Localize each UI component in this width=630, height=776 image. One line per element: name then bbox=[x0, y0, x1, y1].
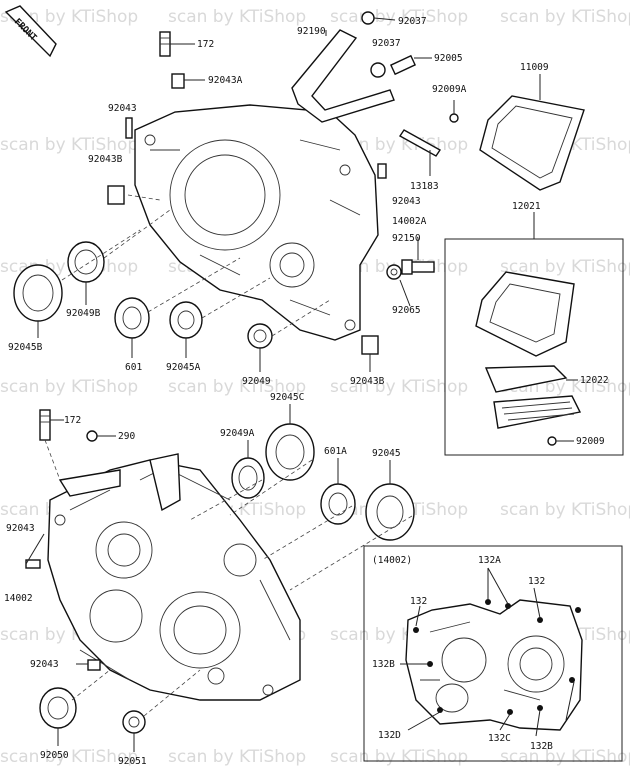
washer-92065 bbox=[386, 264, 411, 307]
label-92049A: 92049A bbox=[220, 428, 255, 439]
label-92009: 92009 bbox=[576, 436, 605, 447]
watermark: scan by KTiShop bbox=[500, 7, 630, 27]
dowel-92043A bbox=[171, 73, 205, 89]
watermark: scan by KTiShop bbox=[330, 747, 468, 767]
seal-92049B bbox=[67, 241, 105, 305]
label-92045A: 92045A bbox=[166, 362, 201, 373]
seal-92049A bbox=[231, 440, 265, 499]
nut-290 bbox=[86, 430, 116, 442]
label-172: 172 bbox=[197, 39, 214, 50]
watermark: scan by KTiShop bbox=[500, 747, 630, 767]
label-132C: 132C bbox=[488, 733, 511, 744]
label-92065: 92065 bbox=[392, 305, 421, 316]
label-92190: 92190 bbox=[297, 26, 326, 37]
inset-14002-title: (14002) bbox=[372, 555, 412, 566]
watermark: scan by KTiShop bbox=[330, 377, 468, 397]
label-14002A: 14002A bbox=[392, 216, 427, 227]
dowel-92043 bbox=[125, 117, 387, 179]
label-132: 132 bbox=[410, 596, 427, 607]
watermark: scan by KTiShop bbox=[168, 377, 306, 397]
pin-13183 bbox=[398, 129, 442, 176]
bearing-601 bbox=[114, 297, 150, 358]
label-92043-lower-b: 92043 bbox=[30, 659, 59, 670]
label-601: 601 bbox=[125, 362, 142, 373]
dowel-92043-lower bbox=[25, 533, 101, 671]
label-14002: 14002 bbox=[4, 593, 33, 604]
dowel-92043B bbox=[107, 185, 379, 372]
fitting-92005 bbox=[389, 54, 432, 76]
label-11009: 11009 bbox=[520, 62, 549, 73]
label-132D: 132D bbox=[378, 730, 401, 741]
watermark: scan by KTiShop bbox=[500, 257, 630, 277]
label-92043: 92043 bbox=[392, 196, 421, 207]
watermark: scan by KTiShop bbox=[500, 500, 630, 520]
label-92037: 92037 bbox=[398, 16, 427, 27]
label-172-bottom: 172 bbox=[64, 415, 81, 426]
watermark: scan by KTiShop bbox=[0, 135, 138, 155]
bolt-92009A bbox=[449, 100, 459, 123]
right-crankcase-half bbox=[134, 104, 379, 341]
label-92045C: 92045C bbox=[270, 392, 304, 403]
bearing-92045A bbox=[169, 301, 203, 358]
label-92051: 92051 bbox=[118, 756, 147, 767]
label-92049B: 92049B bbox=[66, 308, 101, 319]
watermark: scan by KTiShop bbox=[0, 377, 138, 397]
label-92043: 92043 bbox=[108, 103, 137, 114]
label-92009A: 92009A bbox=[432, 84, 467, 95]
bracket bbox=[58, 453, 181, 512]
seal-92049 bbox=[247, 323, 273, 372]
label-92043-lower: 92043 bbox=[6, 523, 35, 534]
label-132B: 132B bbox=[530, 741, 553, 752]
label-601A: 601A bbox=[324, 446, 347, 457]
hose-92190 bbox=[291, 29, 395, 123]
label-92043A: 92043A bbox=[208, 75, 243, 86]
label-92045: 92045 bbox=[372, 448, 401, 459]
stud-172-top bbox=[159, 31, 195, 57]
label-12022: 12022 bbox=[580, 375, 609, 386]
part-labels: 172 92190 92037 92037 92005 92043A 92009… bbox=[4, 16, 609, 767]
clamp-92037 bbox=[361, 11, 396, 78]
label-12021: 12021 bbox=[512, 201, 541, 212]
label-92037: 92037 bbox=[372, 38, 401, 49]
bearing-92045 bbox=[365, 460, 415, 541]
label-92043B: 92043B bbox=[88, 154, 123, 165]
label-132B: 132B bbox=[372, 659, 395, 670]
bearing-601A bbox=[320, 458, 356, 525]
reed-valve-inset bbox=[444, 212, 624, 456]
gasket-11009 bbox=[479, 74, 585, 191]
watermark: scan by KTiShop bbox=[168, 7, 306, 27]
seal-92051 bbox=[122, 710, 146, 752]
label-92005: 92005 bbox=[434, 53, 463, 64]
crankcase-bolt-inset bbox=[363, 545, 623, 762]
bearing-92045C bbox=[265, 404, 315, 481]
label-92043B: 92043B bbox=[350, 376, 385, 387]
seal-92050 bbox=[39, 687, 77, 746]
label-132A: 132A bbox=[478, 555, 501, 566]
bearing-92045B bbox=[13, 264, 63, 338]
label-92045B: 92045B bbox=[8, 342, 43, 353]
watermark: scan by KTiShop bbox=[168, 747, 306, 767]
label-92050: 92050 bbox=[40, 750, 69, 761]
label-92049: 92049 bbox=[242, 376, 271, 387]
label-92150: 92150 bbox=[392, 233, 421, 244]
label-13183: 13183 bbox=[410, 181, 439, 192]
label-132: 132 bbox=[528, 576, 545, 587]
stud-172-bottom bbox=[39, 409, 64, 481]
bolt-92150 bbox=[401, 238, 435, 275]
label-290: 290 bbox=[118, 431, 135, 442]
watermark: scan by KTiShop bbox=[0, 747, 138, 767]
